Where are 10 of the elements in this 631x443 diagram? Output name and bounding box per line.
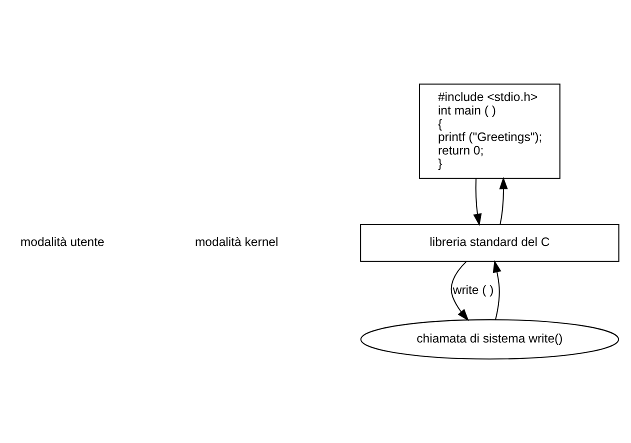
label: modalità utente <box>20 235 104 250</box>
arrow <box>499 176 508 225</box>
node-ellipse: chiamata di sistema write() <box>360 319 620 360</box>
label: modalità kernel <box>194 235 278 250</box>
edge-label: write ( ) <box>452 282 494 297</box>
arrow <box>492 260 502 320</box>
arrow <box>473 178 482 226</box>
node-box: #include <stdio.h> int main ( ) { printf ("Greetings"); return 0; } <box>419 84 560 179</box>
arrow <box>450 261 469 322</box>
node-box: libreria standard del C <box>360 224 620 262</box>
